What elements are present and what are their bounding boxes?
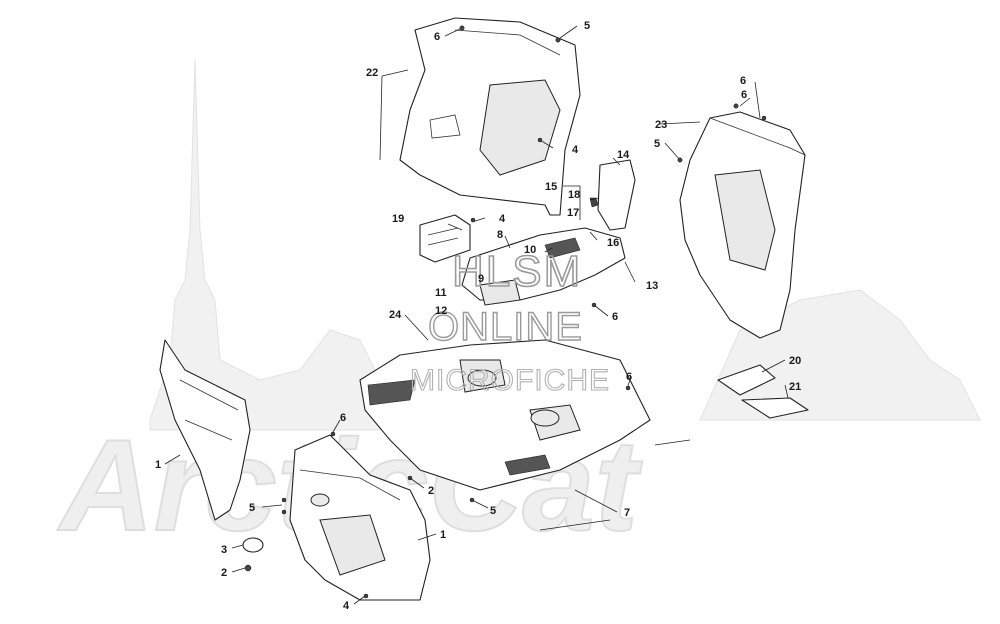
part-20-small-plate bbox=[717, 364, 776, 396]
callout-4b: 4 bbox=[499, 213, 506, 225]
callout-12: 12 bbox=[435, 305, 447, 317]
callout-24: 24 bbox=[389, 309, 402, 321]
watermark-line2: ONLINE bbox=[428, 305, 583, 349]
callout-15: 15 bbox=[545, 181, 557, 193]
part-1-lower-front-panel bbox=[289, 434, 431, 601]
callout-4: 4 bbox=[572, 144, 579, 156]
callout-2: 2 bbox=[428, 485, 434, 497]
fasteners bbox=[281, 25, 767, 599]
callout-17: 17 bbox=[567, 207, 579, 219]
part-10-center-console bbox=[461, 227, 626, 306]
callout-5: 5 bbox=[584, 20, 590, 32]
callout-2b: 2 bbox=[221, 567, 227, 579]
part-1-left-side-panel bbox=[159, 339, 251, 521]
callout-5d: 5 bbox=[249, 502, 255, 514]
callout-6: 6 bbox=[434, 31, 440, 43]
leader-lines bbox=[164, 25, 789, 605]
callouts: 22 6 5 4 15 14 18 17 16 13 10 8 9 11 12 … bbox=[155, 20, 801, 612]
callout-1: 1 bbox=[155, 459, 161, 471]
callout-5c: 6 bbox=[741, 89, 747, 101]
callout-14: 14 bbox=[617, 149, 630, 161]
part-24-floor-pan bbox=[359, 339, 651, 491]
callout-21: 21 bbox=[789, 381, 801, 393]
callout-11: 11 bbox=[435, 287, 447, 299]
callout-3: 3 bbox=[221, 544, 227, 556]
callout-23: 23 bbox=[655, 119, 667, 131]
callout-5e: 5 bbox=[490, 505, 496, 517]
callout-5b: 5 bbox=[654, 138, 660, 150]
callout-6b: 6 bbox=[612, 311, 618, 323]
callout-6c: 6 bbox=[740, 75, 746, 87]
callout-8: 8 bbox=[497, 229, 503, 241]
callout-7: 7 bbox=[624, 507, 630, 519]
part-3-grommet bbox=[242, 537, 264, 553]
part-21-strap bbox=[741, 397, 809, 419]
callout-13: 13 bbox=[646, 280, 658, 292]
callout-6d: 6 bbox=[626, 371, 632, 383]
callout-19: 19 bbox=[392, 213, 404, 225]
callout-9: 9 bbox=[478, 273, 484, 285]
part-14-bracket bbox=[589, 159, 636, 231]
watermark-line1: HLSM bbox=[452, 247, 582, 296]
callout-20: 20 bbox=[789, 355, 801, 367]
part-23-right-side-panel bbox=[679, 111, 806, 339]
callout-1b: 1 bbox=[440, 529, 446, 541]
callout-10: 10 bbox=[524, 244, 536, 256]
callout-18: 18 bbox=[568, 189, 580, 201]
callout-4c: 4 bbox=[343, 600, 350, 612]
part-22-upper-side-panel bbox=[399, 17, 581, 216]
callout-16: 16 bbox=[607, 237, 619, 249]
part-19-mounting-plate bbox=[419, 214, 471, 263]
callout-22: 22 bbox=[366, 67, 378, 79]
callout-6e: 6 bbox=[340, 412, 346, 424]
part-2-screw bbox=[244, 564, 252, 572]
watermark-line3: MICROFICHE bbox=[410, 364, 610, 397]
